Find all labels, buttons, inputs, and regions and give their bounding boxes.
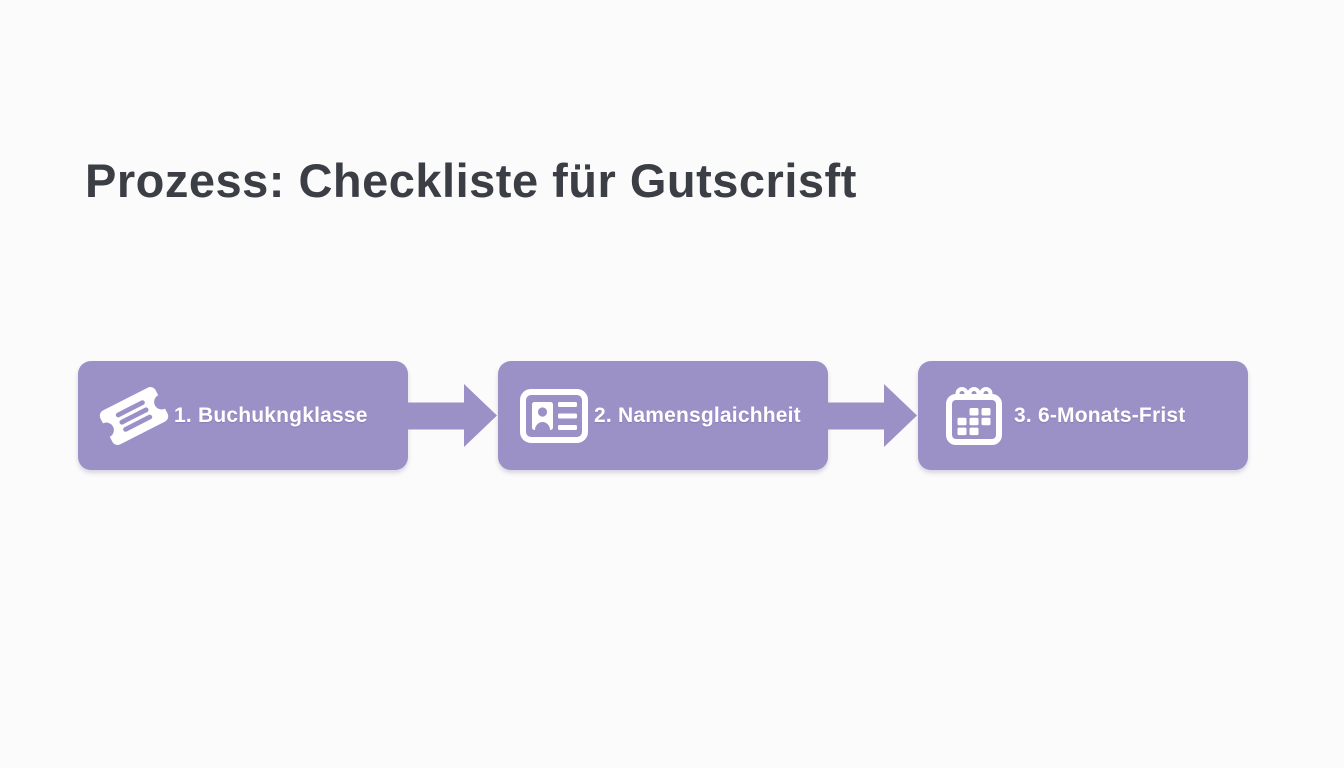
step-buchungsklasse: 1. Buchukngklasse: [78, 361, 408, 470]
step-namensgleichheit: 2. Namensglaichheit: [498, 361, 828, 470]
arrow-right-icon: [828, 361, 918, 470]
calendar-icon: [934, 361, 1014, 470]
step-6-monats-frist: 3. 6-Monats-Frist: [918, 361, 1248, 470]
process-flow: 1. Buchukngklasse 2.: [78, 361, 1248, 470]
ticket-icon: [94, 361, 174, 470]
step-label: 1. Buchukngklasse: [174, 403, 368, 427]
step-label: 3. 6-Monats-Frist: [1014, 403, 1186, 427]
page-title: Prozess: Checkliste für Gutscrisft: [85, 154, 857, 207]
step-label: 2. Namensglaichheit: [594, 403, 801, 427]
id-card-icon: [514, 361, 594, 470]
arrow-right-icon: [408, 361, 498, 470]
